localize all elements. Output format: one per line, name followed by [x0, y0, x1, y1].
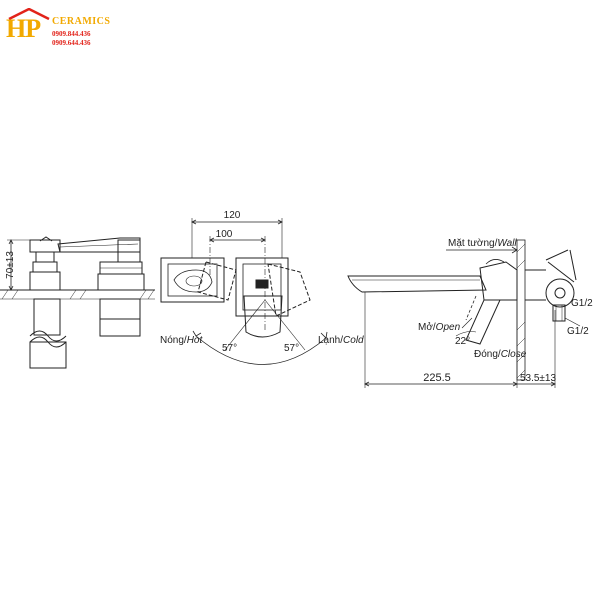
logo-phone-2: 0909.644.436: [52, 39, 91, 47]
side-view: 70±13: [0, 236, 155, 369]
logo-phone-1: 0909.844.436: [52, 30, 91, 38]
dim-53: 53.5±13: [520, 373, 557, 384]
roof-icon: [8, 8, 50, 20]
label-cold: Lạnh/Cold: [318, 335, 364, 346]
label-open: Mở/Open: [418, 321, 461, 333]
thread-top: G1/2: [571, 298, 593, 309]
angle-left: 57°: [222, 343, 237, 354]
label-close: Đóng/Close: [474, 349, 527, 360]
side-height-dim: 70±13: [5, 251, 16, 279]
dim-120: 120: [224, 210, 241, 221]
thread-bottom: G1/2: [567, 326, 589, 337]
dim-100: 100: [216, 229, 233, 240]
label-wall: Mặt tường/Wall: [448, 238, 517, 249]
profile-view: Mặt tường/Wall G1/2 G1/2: [347, 238, 593, 388]
angle-22: 22°: [455, 336, 470, 347]
label-hot: Nóng/Hot: [160, 335, 203, 346]
logo-brand: CERAMICS: [52, 16, 111, 27]
dim-225: 225.5: [423, 372, 451, 384]
hp-ceramics-logo: HP CERAMICS 0909.844.436 0909.644.436: [6, 8, 136, 48]
top-view: 120 100 57° 57° Nóng/Hot: [160, 210, 364, 365]
logo-mark: HP: [6, 14, 41, 43]
angle-right: 57°: [284, 343, 299, 354]
